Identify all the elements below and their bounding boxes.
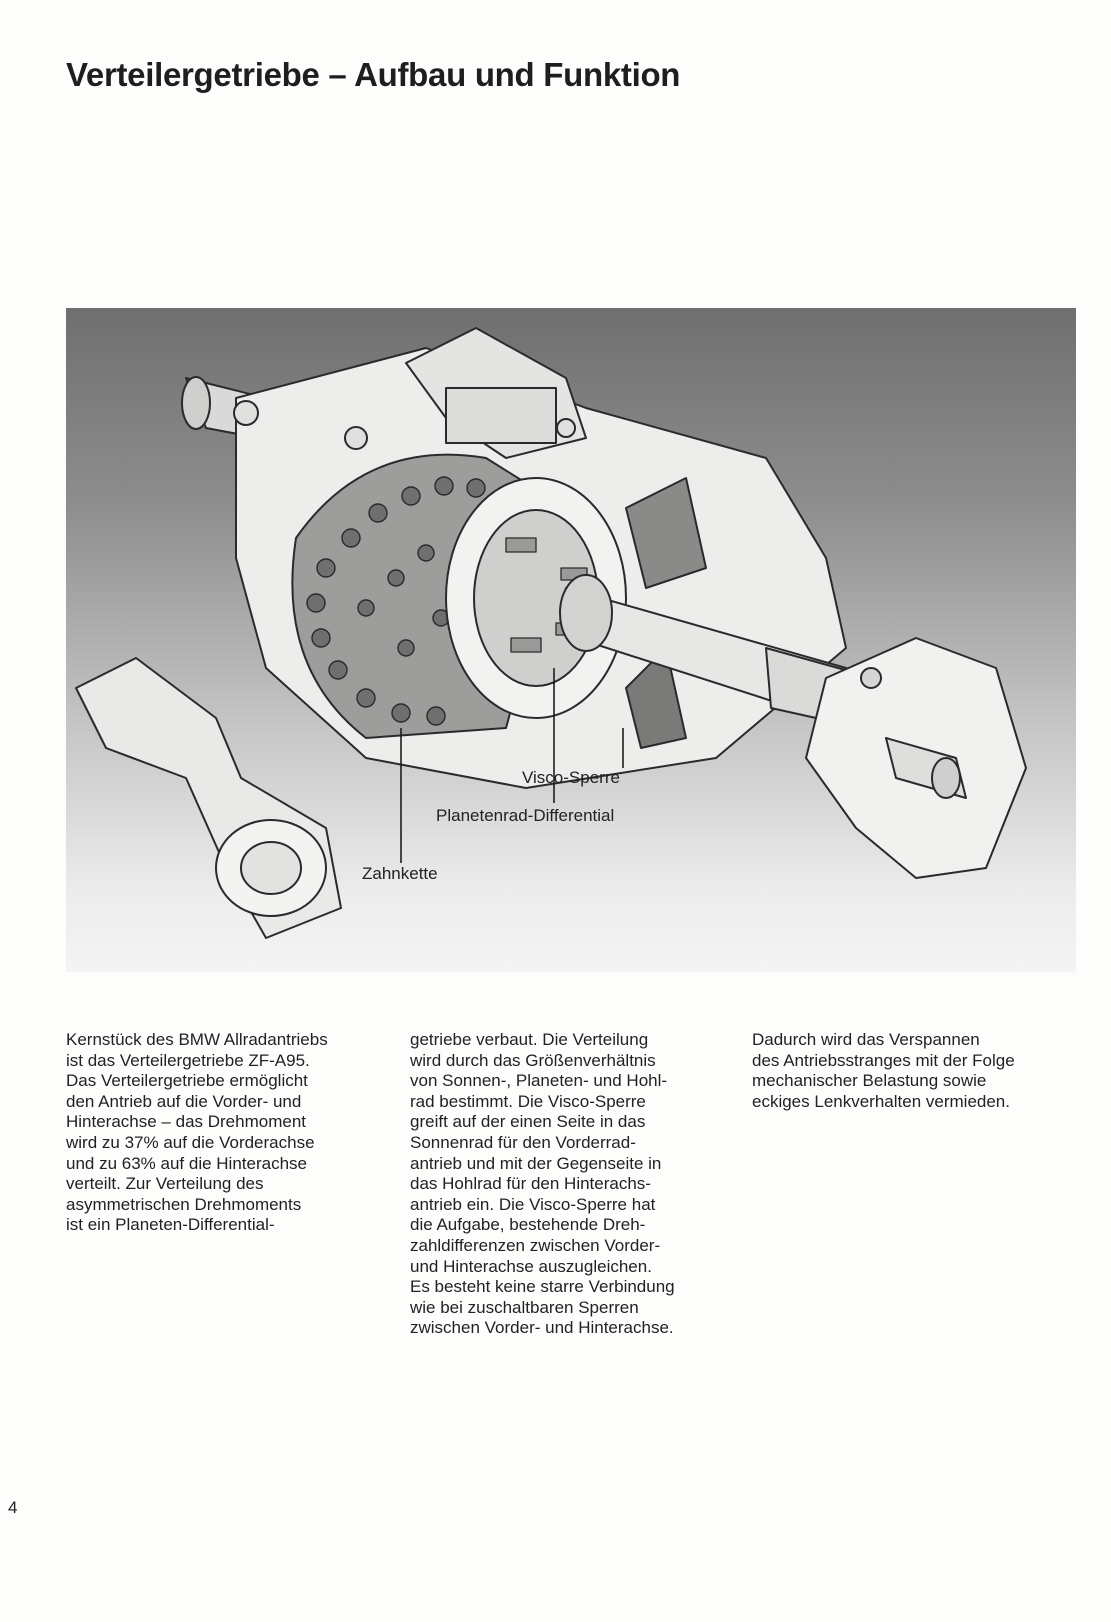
- text-line: Sonnenrad für den Vorderrad-: [410, 1132, 636, 1152]
- text-column-3: Dadurch wird das Verspannen des Antriebs…: [752, 1030, 1082, 1112]
- text-line: antrieb und mit der Gegenseite in: [410, 1153, 662, 1173]
- text-line: wird durch das Größenverhältnis: [410, 1050, 656, 1070]
- text-line: ist ein Planeten-Differential-: [66, 1215, 275, 1235]
- text-line: das Hohlrad für den Hinterachs-: [410, 1174, 651, 1194]
- callout-visco-sperre: Visco-Sperre: [522, 768, 620, 787]
- text-line: rad bestimmt. Die Visco-Sperre: [410, 1091, 646, 1111]
- text-line: Dadurch wird das Verspannen: [752, 1030, 980, 1049]
- cutaway-drawing: [75, 327, 1027, 939]
- text-line: zwischen Vorder- und Hinterachse.: [410, 1318, 674, 1338]
- transfer-case-illustration: Visco-Sperre Planetenrad-Differential Za…: [66, 308, 1076, 972]
- page-title: Verteilergetriebe – Aufbau und Funktion: [66, 56, 681, 93]
- text-line: die Aufgabe, bestehende Dreh-: [410, 1215, 646, 1235]
- text-line: und zu 63% auf die Hinterachse: [66, 1153, 307, 1173]
- text-line: asymmetrischen Drehmoments: [66, 1194, 302, 1214]
- text-line: wie bei zuschaltbaren Sperren: [410, 1297, 639, 1317]
- text-line: von Sonnen-, Planeten- und Hohl-: [410, 1071, 668, 1091]
- text-line: Kernstück des BMW Allradantriebs: [66, 1030, 328, 1049]
- text-line: zahldifferenzen zwischen Vorder-: [410, 1235, 661, 1255]
- text-line: Hinterachse – das Drehmoment: [66, 1112, 307, 1132]
- text-line: verteilt. Zur Verteilung des: [66, 1174, 264, 1194]
- text-line: antrieb ein. Die Visco-Sperre hat: [410, 1194, 656, 1214]
- text-line: mechanischer Belastung sowie: [752, 1071, 987, 1091]
- text-line: den Antrieb auf die Vorder- und: [66, 1091, 302, 1111]
- text-column-1: Kernstück des BMW Allradantriebs ist das…: [66, 1030, 396, 1236]
- page-number: 4: [8, 1498, 18, 1517]
- text-line: Es besteht keine starre Verbindung: [410, 1277, 675, 1297]
- text-line: wird zu 37% auf die Vorderachse: [66, 1132, 315, 1152]
- text-line: getriebe verbaut. Die Verteilung: [410, 1030, 649, 1049]
- callout-zahnkette: Zahnkette: [362, 864, 438, 883]
- callout-planetenrad-differential: Planetenrad-Differential: [436, 806, 615, 825]
- text-column-2: getriebe verbaut. Die Verteilung wird du…: [410, 1030, 740, 1339]
- text-line: und Hinterachse auszugleichen.: [410, 1256, 652, 1276]
- text-line: ist das Verteilergetriebe ZF-A95.: [66, 1050, 310, 1070]
- text-line: Das Verteilergetriebe ermöglicht: [66, 1071, 308, 1091]
- text-line: des Antriebsstranges mit der Folge: [752, 1050, 1015, 1070]
- text-line: eckiges Lenkverhalten vermieden.: [752, 1091, 1010, 1111]
- text-line: greift auf der einen Seite in das: [410, 1112, 646, 1132]
